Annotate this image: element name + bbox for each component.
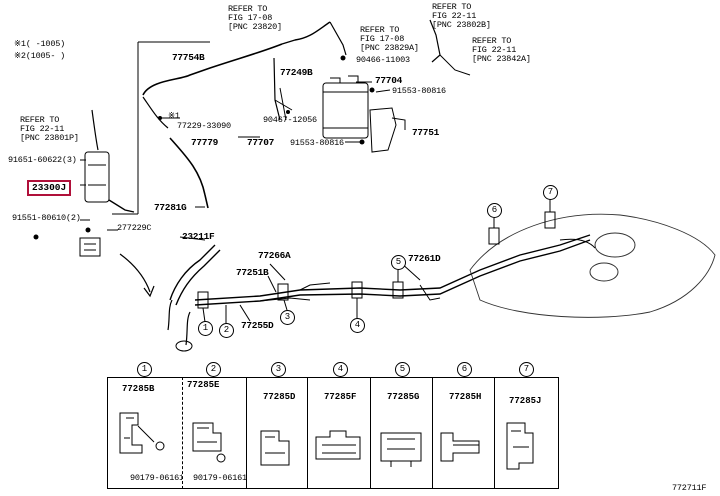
qty-2: (2) <box>66 213 81 223</box>
detail-panel-7: 7 77285J <box>494 362 559 489</box>
panel-part-77285F[interactable]: 77285F <box>324 392 357 402</box>
part-77229-33090[interactable]: 77229-33090 <box>177 121 231 131</box>
part-277229C[interactable]: 277229C <box>117 223 152 233</box>
canister <box>322 82 369 139</box>
ref-fig22-11-a[interactable]: REFER TO FIG 22-11 [PNC 23802B] <box>432 2 491 30</box>
figure-id: 772711F <box>672 483 707 493</box>
callout-3[interactable]: 3 <box>280 310 295 325</box>
panel-part-77285H[interactable]: 77285H <box>449 392 482 402</box>
panel-sub-90179-06161-a[interactable]: 90179-06161 <box>130 473 184 483</box>
part-77251B[interactable]: 77251B <box>236 267 269 278</box>
panel-callout-6: 6 <box>457 362 472 377</box>
part-77249B[interactable]: 77249B <box>280 67 313 78</box>
panel-part-77285B[interactable]: 77285B <box>122 384 155 394</box>
bolt-icon <box>359 139 365 145</box>
part-77704[interactable]: 77704 <box>375 75 403 86</box>
panel-callout-3: 3 <box>271 362 286 377</box>
bolt-icon <box>369 87 375 93</box>
part-91651-60622[interactable]: 91651-60622 <box>8 155 62 165</box>
bolt-icon <box>33 234 39 240</box>
clamp-icon <box>440 432 480 462</box>
callout-6[interactable]: 6 <box>487 203 502 218</box>
panel-sub-90179-06161-b[interactable]: 90179-06161 <box>193 473 247 483</box>
pump-module <box>84 151 110 203</box>
bolt-icon <box>85 227 91 233</box>
callout-5[interactable]: 5 <box>391 255 406 270</box>
panel-part-77285J[interactable]: 77285J <box>509 396 542 406</box>
clip-icon <box>158 116 162 120</box>
clip-icon <box>286 110 290 114</box>
panel-part-77285G[interactable]: 77285G <box>387 392 420 402</box>
panel-callout-4: 4 <box>333 362 348 377</box>
clamp-icon <box>315 430 361 460</box>
ref-fig17-08-b[interactable]: REFER TO FIG 17-08 [PNC 23829A] <box>360 25 419 53</box>
detail-panel-6: 6 77285H <box>432 362 496 489</box>
clamp-icon <box>506 422 534 470</box>
part-91553-80816-b[interactable]: 91553-80816 <box>290 138 344 148</box>
note-2: ※2(1005- ) <box>14 51 66 61</box>
callout-7[interactable]: 7 <box>543 185 558 200</box>
ref-fig17-08-a[interactable]: REFER TO FIG 17-08 [PNC 23820] <box>228 4 282 32</box>
part-90467-12056[interactable]: 90467-12056 <box>263 115 317 125</box>
mark-1: ※1 <box>168 111 180 121</box>
part-91553-80816-a[interactable]: 91553-80816 <box>392 86 446 96</box>
panel-part-77285E[interactable]: 77285E <box>187 380 220 390</box>
detail-panel-2: 2 77285E 90179-06161 <box>182 362 248 489</box>
part-90466-11003[interactable]: 90466-11003 <box>356 55 410 65</box>
panel-callout-2: 2 <box>206 362 221 377</box>
part-91551-80610[interactable]: 91551-80610 <box>12 213 66 223</box>
note-1: ※1( -1005) <box>14 39 66 49</box>
part-77751[interactable]: 77751 <box>412 127 440 138</box>
detail-panel-4: 4 77285F <box>307 362 372 489</box>
part-77266A[interactable]: 77266A <box>258 250 291 261</box>
detail-panel-3: 3 77285D <box>246 362 309 489</box>
callout-2[interactable]: 2 <box>219 323 234 338</box>
callout-4[interactable]: 4 <box>350 318 365 333</box>
part-77754B[interactable]: 77754B <box>172 52 205 63</box>
part-23300J-highlighted[interactable]: 23300J <box>27 180 72 196</box>
clamp-icon <box>192 422 226 463</box>
part-77281G[interactable]: 77281G <box>154 202 187 213</box>
clamp-icon <box>260 430 290 466</box>
bolt-icon <box>340 55 346 61</box>
ref-fig22-11-b[interactable]: REFER TO FIG 22-11 [PNC 23842A] <box>472 36 531 64</box>
part-77779[interactable]: 77779 <box>191 137 219 148</box>
clamp-icon <box>119 412 165 454</box>
part-77255D[interactable]: 77255D <box>241 320 274 331</box>
detail-panel-1: 1 77285B 90179-06161 <box>107 362 184 489</box>
part-77261D[interactable]: 77261D <box>408 253 441 264</box>
panel-callout-1: 1 <box>137 362 152 377</box>
clamp-icon <box>380 432 422 467</box>
ref-fig22-11-c[interactable]: REFER TO FIG 22-11 [PNC 23801P] <box>20 115 79 143</box>
panel-callout-5: 5 <box>395 362 410 377</box>
qty-3: (3) <box>62 155 77 165</box>
callout-1[interactable]: 1 <box>198 321 213 336</box>
detail-panel-5: 5 77285G <box>370 362 434 489</box>
part-77707[interactable]: 77707 <box>247 137 275 148</box>
panel-part-77285D[interactable]: 77285D <box>263 392 296 402</box>
panel-callout-7: 7 <box>519 362 534 377</box>
part-23211F[interactable]: 23211F <box>182 231 215 242</box>
